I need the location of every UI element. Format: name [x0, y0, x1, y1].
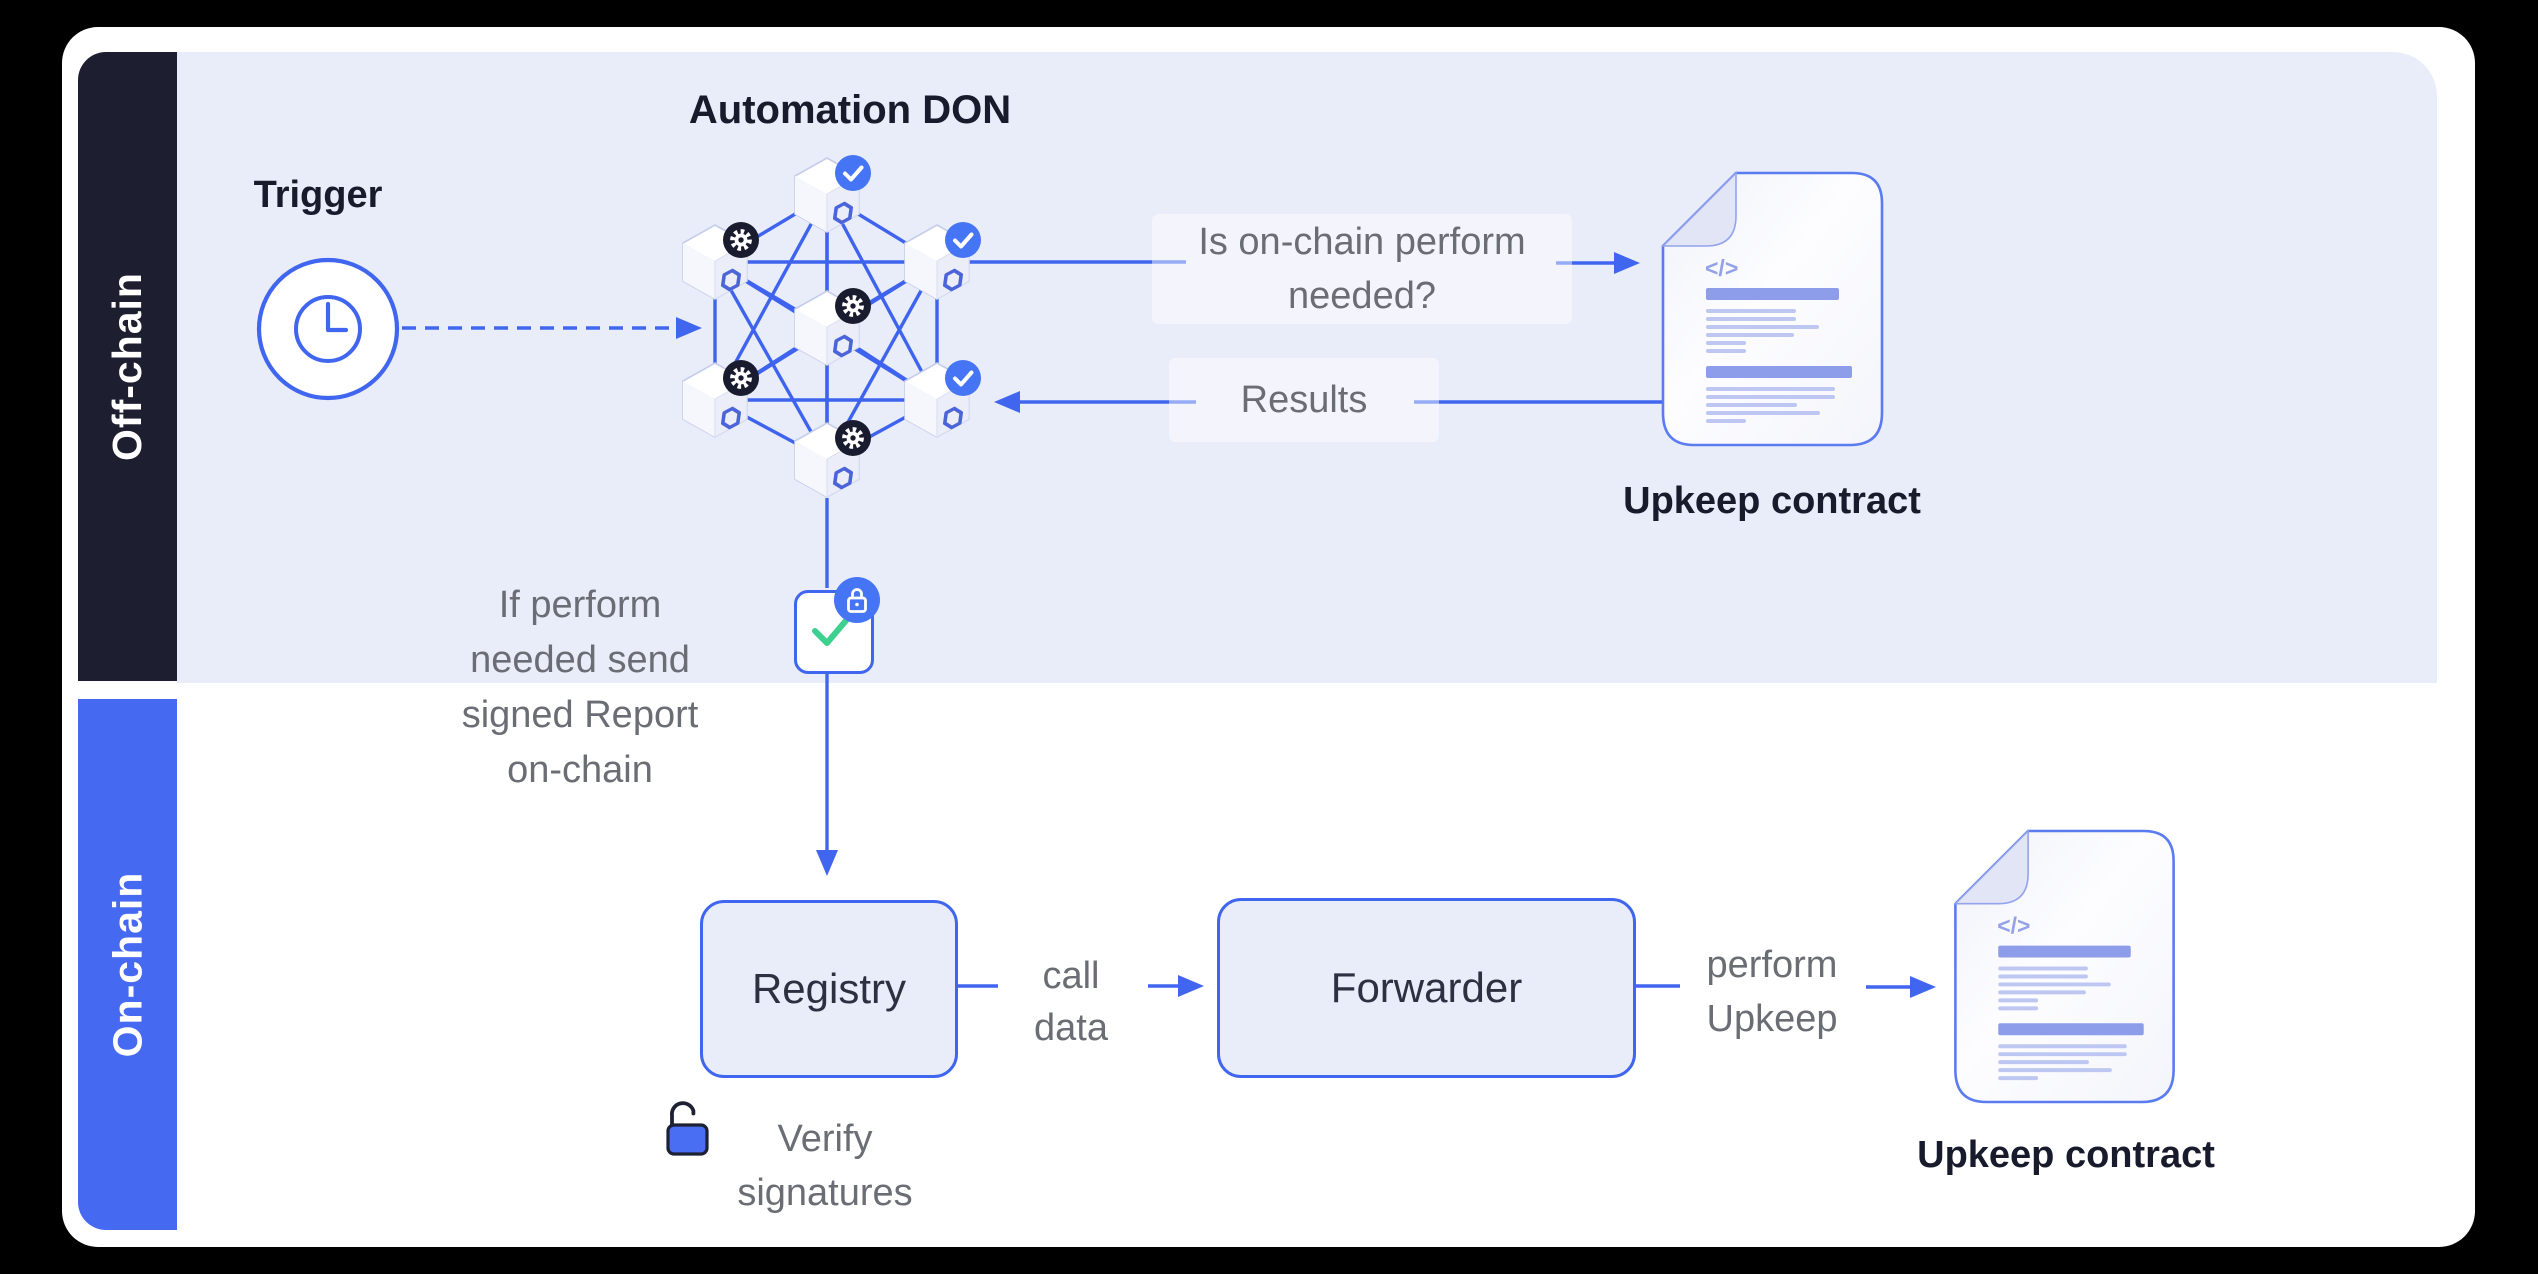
lock-badge-icon [834, 577, 880, 623]
forwarder-label: Forwarder [1330, 964, 1523, 1011]
offchain-panel [177, 52, 2437, 683]
report-note-line2: needed send [470, 639, 690, 681]
don-title: Automation DON [688, 88, 1012, 132]
don-node-top-right [903, 222, 981, 300]
don-node-bottom-left [681, 360, 759, 438]
results-box: Results [1169, 358, 1439, 442]
verify-line2: signatures [737, 1172, 913, 1214]
question-text-line2: needed? [1288, 275, 1436, 317]
unlock-icon [666, 1101, 709, 1156]
signed-report-box [794, 577, 880, 674]
don-network [640, 140, 1020, 520]
report-note-line3: signed Report [461, 694, 699, 736]
don-node-bottom-right [903, 360, 981, 438]
call-data-line1: call [1042, 955, 1100, 997]
upkeep-contract-document-icon-top: </> [1661, 171, 1884, 447]
report-note-line4: on-chain [507, 749, 653, 791]
don-node-bottom [793, 420, 871, 498]
call-data-label: call data [1021, 950, 1121, 1054]
question-box: Is on-chain perform needed? [1152, 214, 1572, 324]
upkeep-contract-label-bottom: Upkeep contract [1917, 1134, 2215, 1176]
don-node-center [793, 288, 871, 366]
gear-badge-icon [722, 221, 760, 259]
verify-line1: Verify [777, 1118, 873, 1160]
perform-upkeep-label: perform Upkeep [1672, 938, 1872, 1046]
perform-upkeep-line2: Upkeep [1706, 998, 1838, 1040]
don-node-top-left [681, 222, 759, 300]
perform-upkeep-line1: perform [1706, 944, 1838, 986]
report-note: If perform needed send signed Report on-… [420, 578, 740, 798]
registry-label: Registry [751, 965, 907, 1012]
verify-signatures-label: Verify signatures [715, 1112, 935, 1220]
don-node-top [793, 155, 871, 233]
report-note-line1: If perform [498, 584, 662, 626]
onchain-sidebar: On-chain [78, 699, 177, 1230]
chainlink-node-icon [682, 224, 748, 300]
call-data-line2: data [1034, 1007, 1108, 1049]
gear-badge-icon [834, 419, 872, 457]
code-icon: </> [1997, 913, 2030, 939]
green-check-icon [812, 614, 852, 646]
offchain-sidebar: Off-chain [78, 52, 177, 681]
trigger-label: Trigger [253, 174, 383, 216]
check-badge-icon [944, 221, 982, 259]
onchain-sidebar-label: On-chain [104, 871, 150, 1058]
question-text-line1: Is on-chain perform [1198, 221, 1526, 263]
check-badge-icon [834, 154, 872, 192]
upkeep-contract-document-icon-bottom: </> [1953, 829, 2175, 1104]
offchain-sidebar-label: Off-chain [104, 272, 150, 461]
upkeep-contract-label-top: Upkeep contract [1623, 480, 1921, 522]
code-icon: </> [1705, 255, 1738, 281]
chainlink-node-icon [904, 224, 970, 300]
forwarder-box: Forwarder [1217, 898, 1636, 1078]
gear-badge-icon [834, 287, 872, 325]
check-badge-icon [944, 359, 982, 397]
clock-icon [256, 257, 400, 401]
gear-badge-icon [722, 359, 760, 397]
registry-box: Registry [700, 900, 958, 1078]
results-label: Results [1240, 379, 1368, 421]
